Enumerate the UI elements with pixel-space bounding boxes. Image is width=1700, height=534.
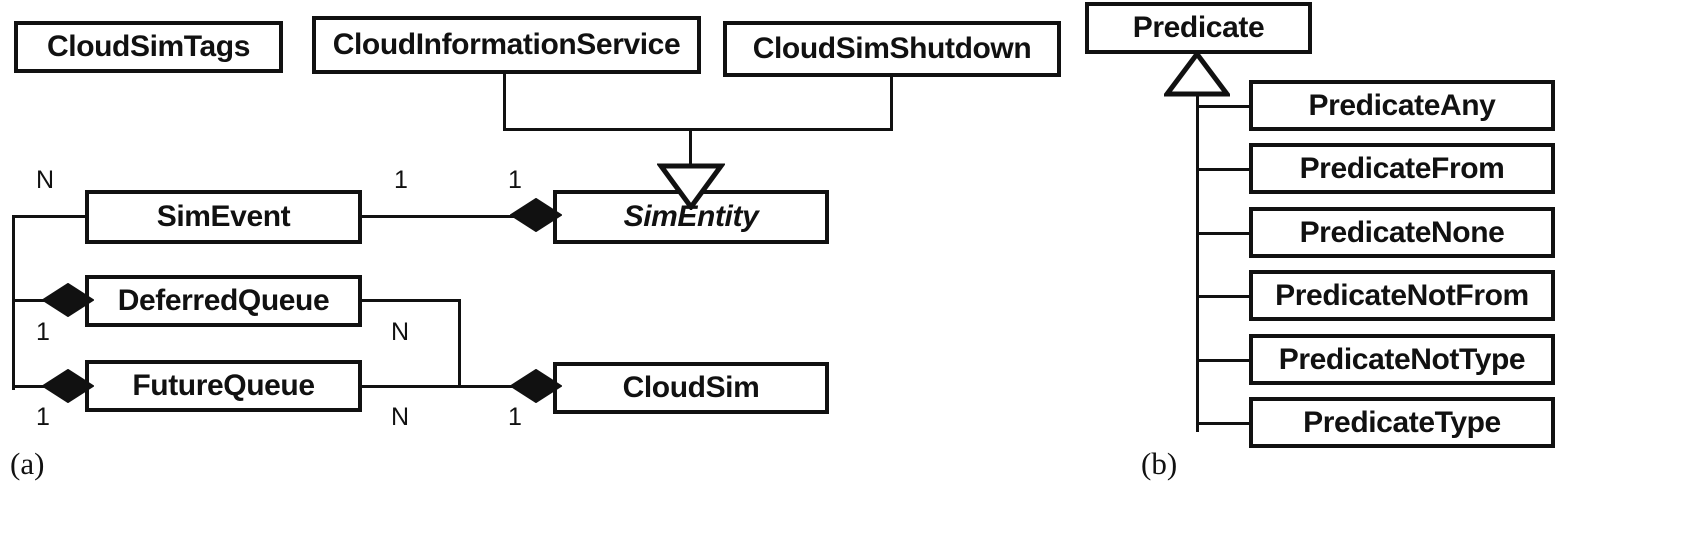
class-box-deferredqueue[interactable]: DeferredQueue: [85, 275, 362, 327]
composition-diamond-deferredqueue: [41, 282, 95, 318]
class-box-simevent[interactable]: SimEvent: [85, 190, 362, 244]
generalization-segment-shutdown-drop: [890, 77, 893, 130]
class-box-predicatenotfrom[interactable]: PredicateNotFrom: [1249, 270, 1555, 321]
multiplicity-simevent-right: 1: [394, 166, 408, 194]
class-box-predicatenottype[interactable]: PredicateNotType: [1249, 334, 1555, 385]
composition-spine-left: [12, 215, 15, 390]
generalization-join-bar: [503, 128, 893, 131]
class-name-cloudsimshutdown: CloudSimShutdown: [752, 32, 1032, 65]
generalization-branch-predicatenone: [1196, 232, 1252, 235]
subfigure-caption-b: (b): [1141, 446, 1178, 481]
class-box-cloudinformationservice[interactable]: CloudInformationService: [312, 16, 701, 74]
class-box-cloudsim[interactable]: CloudSim: [553, 362, 829, 414]
multiplicity-simentity-left: 1: [508, 166, 522, 194]
class-box-futurequeue[interactable]: FutureQueue: [85, 360, 362, 412]
class-box-predicatetype[interactable]: PredicateType: [1249, 397, 1555, 448]
generalization-branch-predicatenotfrom: [1196, 295, 1252, 298]
generalization-segment-cis-drop: [503, 74, 506, 130]
multiplicity-deferredqueue-left: 1: [36, 318, 50, 346]
generalization-branch-predicateany: [1196, 105, 1252, 108]
class-name-predicatenottype: PredicateNotType: [1278, 342, 1526, 376]
class-name-cloudsim: CloudSim: [622, 371, 760, 404]
class-name-cloudinformationservice: CloudInformationService: [332, 28, 681, 61]
composition-diamond-futurequeue: [41, 368, 95, 404]
class-name-futurequeue: FutureQueue: [132, 369, 315, 402]
class-name-predicatenotfrom: PredicateNotFrom: [1275, 278, 1529, 312]
multiplicity-deferredqueue-right: N: [391, 318, 410, 346]
composition-line-simentity-simevent: [362, 215, 562, 218]
multiplicity-simevent-left: N: [36, 166, 55, 194]
generalization-trunk-predicate: [1196, 94, 1199, 432]
subfigure-caption-a: (a): [10, 446, 45, 481]
inheritance-triangle-simentity: [656, 162, 726, 212]
composition-line-deferredqueue-right: [362, 299, 461, 302]
class-box-cloudsimtags[interactable]: CloudSimTags: [14, 21, 283, 73]
class-name-predicateany: PredicateAny: [1308, 88, 1496, 122]
generalization-branch-predicatenottype: [1196, 359, 1252, 362]
composition-diamond-cloudsim: [509, 368, 563, 404]
class-box-predicatenone[interactable]: PredicateNone: [1249, 207, 1555, 258]
composition-line-simevent-left: [12, 215, 94, 218]
class-box-predicateany[interactable]: PredicateAny: [1249, 80, 1555, 131]
composition-line-futurequeue-to-cloudsim: [362, 385, 562, 388]
multiplicity-cloudsim-left: 1: [508, 403, 522, 431]
generalization-branch-predicatefrom: [1196, 168, 1252, 171]
class-name-predicatetype: PredicateType: [1303, 405, 1501, 439]
class-name-predicatenone: PredicateNone: [1299, 215, 1505, 249]
multiplicity-futurequeue-left: 1: [36, 403, 50, 431]
generalization-branch-predicatetype: [1196, 422, 1252, 425]
class-box-cloudsimshutdown[interactable]: CloudSimShutdown: [723, 21, 1061, 77]
generalization-stem-simentity: [689, 128, 692, 165]
composition-diamond-simentity: [509, 197, 563, 233]
class-name-simevent: SimEvent: [156, 200, 291, 233]
inheritance-triangle-predicate: [1162, 49, 1232, 98]
composition-line-deferredqueue-left: [12, 299, 56, 302]
multiplicity-futurequeue-right: N: [391, 403, 410, 431]
class-name-deferredqueue: DeferredQueue: [117, 284, 330, 317]
class-name-cloudsimtags: CloudSimTags: [47, 30, 250, 63]
class-box-predicatefrom[interactable]: PredicateFrom: [1249, 143, 1555, 194]
composition-line-futurequeue-left: [12, 385, 56, 388]
class-name-predicate: Predicate: [1132, 11, 1265, 44]
class-name-predicatefrom: PredicateFrom: [1299, 151, 1505, 185]
class-box-predicate[interactable]: Predicate: [1085, 2, 1312, 54]
composition-route-queues-vertical: [458, 299, 461, 386]
